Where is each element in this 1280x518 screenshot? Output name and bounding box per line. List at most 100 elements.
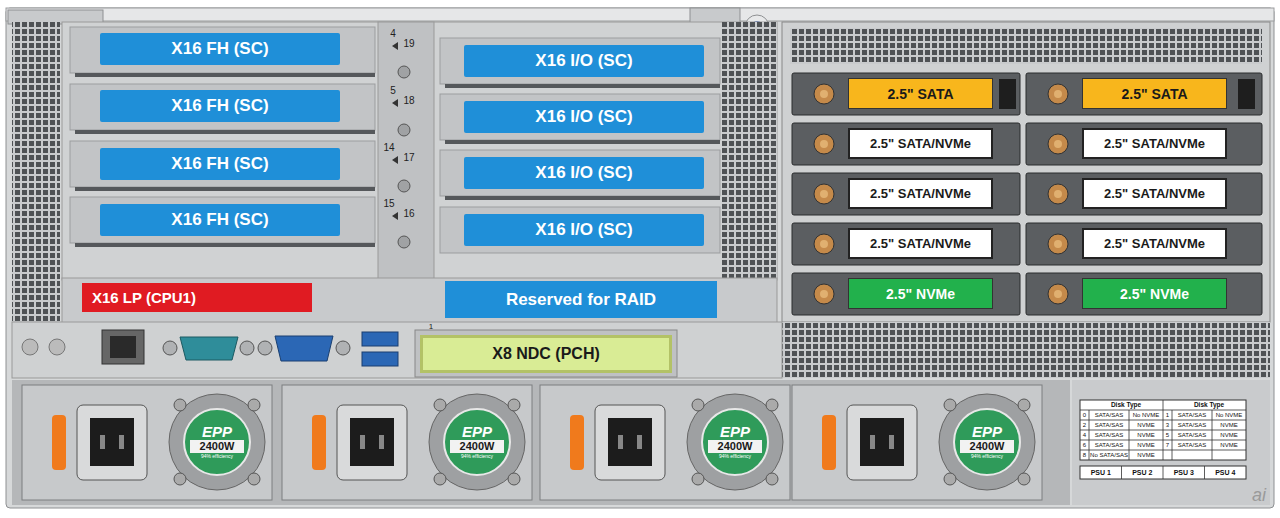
chassis-art bbox=[6, 8, 1274, 508]
psu-badge-band bbox=[190, 440, 244, 453]
slot-label: X16 FH (SC) bbox=[171, 210, 268, 230]
psu-rating-text: 2400W bbox=[970, 440, 1005, 453]
chassis-art bbox=[595, 405, 665, 480]
chassis-art bbox=[540, 385, 790, 500]
chassis-art bbox=[445, 140, 720, 144]
slot-label: 2.5" SATA bbox=[1121, 86, 1187, 102]
chassis-art bbox=[445, 84, 720, 88]
chassis-art bbox=[939, 394, 1035, 490]
slot-label: X16 FH (SC) bbox=[171, 154, 268, 174]
chassis-art bbox=[637, 435, 642, 449]
table-cell: SATA/SAS bbox=[1172, 430, 1212, 440]
table-cell: SATA/SAS bbox=[1172, 420, 1212, 430]
chassis-art bbox=[70, 27, 375, 73]
pcie-slot-box: X16 I/O (SC) bbox=[464, 45, 704, 77]
chassis-art bbox=[102, 330, 144, 364]
callout-number: 19 bbox=[400, 38, 418, 50]
psu-badge: EPP2400W94% efficiency bbox=[182, 407, 252, 477]
chassis-art bbox=[1026, 173, 1262, 215]
slot-label: X16 LP (CPU1) bbox=[92, 289, 196, 306]
psu-badge: EPP2400W94% efficiency bbox=[700, 407, 770, 477]
psu-badge: EPP2400W94% efficiency bbox=[952, 407, 1022, 477]
chassis-art bbox=[847, 405, 917, 480]
table-cell: SATA/SAS bbox=[1172, 410, 1212, 420]
chassis-art bbox=[440, 38, 720, 84]
psu-rating-text: EPP bbox=[720, 424, 750, 440]
psu-rating-text: 94% efficiency bbox=[719, 453, 751, 460]
chassis-art bbox=[77, 405, 917, 480]
callout-number: 16 bbox=[400, 208, 418, 220]
chassis-art bbox=[75, 243, 375, 247]
psu-rating-text: EPP bbox=[202, 424, 232, 440]
chassis-art bbox=[792, 273, 1020, 315]
psu-rating-text: 94% efficiency bbox=[461, 453, 493, 460]
chassis-art bbox=[814, 234, 834, 254]
psu-badge: EPP2400W94% efficiency bbox=[442, 407, 512, 477]
chassis-art bbox=[429, 394, 525, 490]
chassis-art bbox=[782, 322, 1270, 378]
watermark: ai bbox=[1244, 484, 1274, 506]
chassis-art bbox=[860, 418, 904, 466]
chassis-art bbox=[722, 22, 777, 280]
chassis-art bbox=[312, 415, 326, 470]
table-cell: 1 bbox=[1163, 410, 1172, 420]
chassis-art bbox=[618, 435, 623, 449]
chassis-art bbox=[77, 405, 147, 480]
chassis-art bbox=[75, 130, 375, 134]
slot-label: 2.5" SATA bbox=[887, 86, 953, 102]
chassis-art bbox=[258, 341, 272, 355]
drive-bay-box: 2.5" NVMe bbox=[848, 278, 993, 309]
slot-label: X16 FH (SC) bbox=[171, 96, 268, 116]
table-cell: NVME bbox=[1212, 430, 1246, 440]
table-cell: 8 bbox=[1080, 450, 1089, 460]
callout-number: 4 bbox=[384, 28, 402, 40]
chassis-art bbox=[687, 394, 783, 490]
chassis-art bbox=[379, 435, 384, 449]
drive-bay-box: 2.5" SATA/NVMe bbox=[848, 128, 993, 159]
table-cell: PSU 1 bbox=[1080, 466, 1122, 479]
chassis-art bbox=[440, 207, 720, 253]
chassis-art bbox=[1080, 400, 1246, 460]
chassis-art bbox=[398, 236, 410, 248]
table-cell: Disk Type bbox=[1089, 400, 1163, 410]
chassis-art bbox=[1054, 90, 1062, 98]
table-cell: No SATA/SAS bbox=[1089, 450, 1129, 460]
chassis-art bbox=[362, 352, 398, 366]
chassis-art bbox=[1048, 134, 1068, 154]
callout-number: 5 bbox=[384, 85, 402, 97]
table-cell: 0 bbox=[1080, 410, 1089, 420]
psu-rating-text: 2400W bbox=[200, 440, 235, 453]
power-supplies bbox=[12, 380, 1070, 505]
chassis-art bbox=[820, 190, 828, 198]
chassis-art bbox=[814, 134, 834, 154]
chassis-art bbox=[174, 399, 186, 411]
raid-slot-box: Reserved for RAID bbox=[445, 281, 717, 318]
slot-label: Reserved for RAID bbox=[506, 290, 656, 310]
slot-label: 2.5" SATA/NVMe bbox=[1104, 136, 1205, 151]
table-cell: No NVME bbox=[1129, 410, 1163, 420]
chassis-art bbox=[62, 278, 777, 323]
io-panel bbox=[12, 322, 782, 378]
slot-label: 2.5" SATA/NVMe bbox=[870, 136, 971, 151]
chassis-art bbox=[434, 473, 446, 485]
psu-rating-text: 2400W bbox=[718, 440, 753, 453]
chassis-art bbox=[1018, 399, 1030, 411]
table-cell: 2 bbox=[1080, 420, 1089, 430]
slot-label: 2.5" NVMe bbox=[886, 286, 955, 302]
chassis-art bbox=[70, 84, 375, 130]
chassis-art bbox=[12, 322, 782, 378]
chassis-art bbox=[440, 150, 720, 196]
chassis-art bbox=[820, 140, 828, 148]
chassis-art bbox=[100, 435, 105, 449]
chassis-art bbox=[180, 337, 238, 360]
chassis-art bbox=[1054, 290, 1062, 298]
chassis-art bbox=[49, 339, 65, 355]
table-cell: SATA/SAS bbox=[1089, 410, 1129, 420]
drive-bay-box: 2.5" SATA/NVMe bbox=[1082, 178, 1227, 209]
slot-label: 2.5" NVMe bbox=[1120, 286, 1189, 302]
chassis-art bbox=[1026, 73, 1262, 115]
psu-rating-text: EPP bbox=[972, 424, 1002, 440]
chassis-art bbox=[360, 435, 365, 449]
pcie-slot-box: X16 LP (CPU1) bbox=[82, 283, 312, 312]
chassis-art bbox=[1048, 234, 1068, 254]
